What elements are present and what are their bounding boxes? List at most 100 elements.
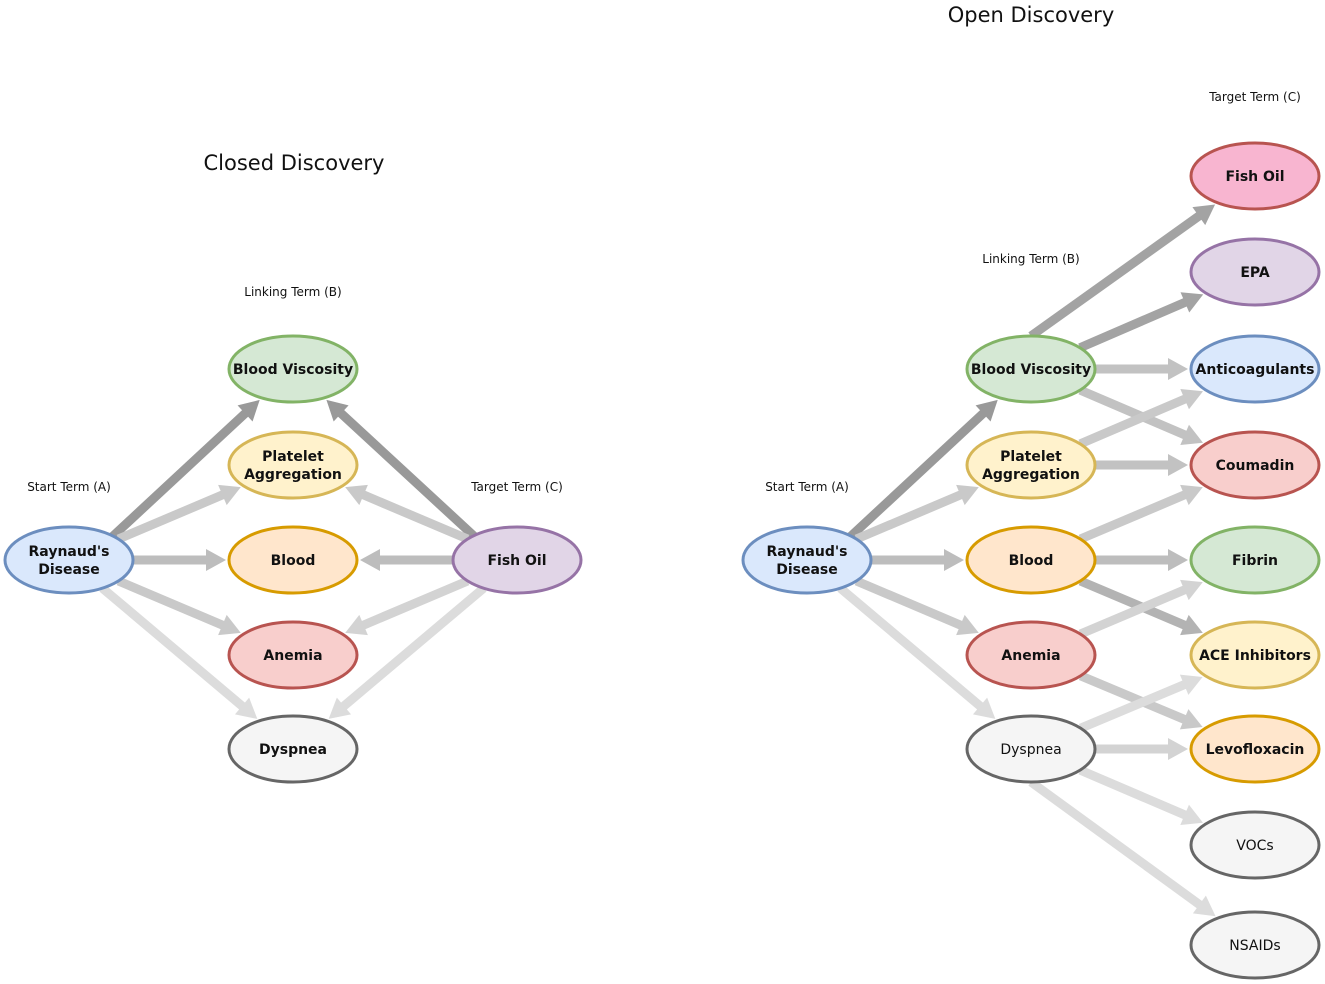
open-node-ace-label: ACE Inhibitors: [1199, 648, 1311, 664]
open-edge-raynaud-to-anemia: [854, 576, 979, 636]
open-edge-blood-to-ace-shaft: [1078, 576, 1188, 630]
open-edge-viscosity-to-anticoag: [1095, 358, 1188, 380]
open-node-ace: ACE Inhibitors: [1189, 620, 1321, 690]
closed-edge-fishoil-to-dyspnea-shaft: [339, 584, 487, 711]
open-edge-blood-to-coumadin-shaft: [1078, 490, 1188, 544]
open-edge-blood-to-ace-head: [1180, 614, 1203, 636]
open-edge-raynaud-to-viscosity-shaft: [846, 408, 988, 541]
closed-edge-raynaud-to-platelet-head: [218, 484, 241, 506]
closed-edge-raynaud-to-dyspnea-head: [234, 697, 258, 719]
open-node-dyspnea: Dyspnea: [965, 714, 1097, 784]
open-node-platelet-label: Aggregation: [982, 467, 1080, 483]
open-node-viscosity-label: Blood Viscosity: [971, 362, 1091, 378]
open-edge-raynaud-to-platelet-head: [956, 484, 979, 506]
open-node-platelet-label: Platelet: [1000, 449, 1062, 465]
closed-discovery-title: Closed Discovery: [204, 151, 385, 175]
closed-node-raynaud-label: Disease: [38, 562, 100, 578]
open-node-dyspnea-label: Dyspnea: [1000, 742, 1061, 758]
open-node-raynaud-shape: [741, 525, 873, 595]
open-edge-viscosity-to-epa-head: [1180, 292, 1204, 313]
open-node-raynaud-label: Disease: [776, 562, 838, 578]
open-node-fishoil-label: Fish Oil: [1225, 169, 1284, 185]
open-node-anticoag-shape: [1189, 334, 1321, 404]
closed-edge-raynaud-to-dyspnea-shaft: [99, 584, 247, 711]
open-edge-dyspnea-to-nsaids-head: [1192, 895, 1216, 917]
closed-node-platelet-label: Aggregation: [244, 467, 342, 483]
open-edge-viscosity-to-fishoil-shaft: [1028, 211, 1204, 340]
open-edge-dyspnea-to-vocs-shaft: [1078, 765, 1189, 820]
closed-node-blood-shape: [227, 525, 359, 595]
open-node-blood-shape: [965, 525, 1097, 595]
closed-edge-raynaud-to-anemia: [116, 576, 241, 636]
open-node-ace-shape: [1189, 620, 1321, 690]
open-edge-raynaud-to-platelet-shaft: [854, 490, 964, 544]
open-edge-anemia-to-levo: [1078, 671, 1203, 730]
open-edge-viscosity-to-coumadin-head: [1180, 424, 1204, 445]
closed-edge-raynaud-to-platelet: [116, 484, 241, 544]
open-edge-dyspnea-to-levo: [1095, 738, 1188, 760]
closed-node-dyspnea-label: Dyspnea: [259, 742, 327, 758]
open-edge-raynaud-to-anemia-shaft: [854, 576, 964, 630]
open-edge-platelet-to-coumadin: [1095, 454, 1188, 476]
open-edge-viscosity-to-fishoil: [1028, 204, 1216, 340]
open-node-vocs: VOCs: [1189, 810, 1321, 880]
open-edge-platelet-to-coumadin-head: [1168, 454, 1188, 476]
open-node-blood: Blood: [965, 525, 1097, 595]
closed-node-fishoil-label: Fish Oil: [487, 553, 546, 569]
closed-target-caption: Target Term (C): [470, 480, 563, 494]
closed-node-anemia-shape: [227, 620, 359, 690]
open-node-levo-shape: [1189, 714, 1321, 784]
open-edge-viscosity-to-epa-shaft: [1078, 297, 1189, 352]
closed-edge-raynaud-to-viscosity-head: [237, 399, 260, 422]
open-edge-viscosity-to-coumadin: [1078, 385, 1204, 445]
closed-edge-fishoil-to-dyspnea-head: [328, 697, 352, 719]
open-node-platelet-shape: [965, 430, 1097, 500]
open-node-levo: Levofloxacin: [1189, 714, 1321, 784]
open-node-fibrin: Fibrin: [1189, 525, 1321, 595]
open-edge-raynaud-to-dyspnea: [837, 584, 996, 719]
open-node-viscosity: Blood Viscosity: [965, 334, 1097, 404]
closed-edge-fishoil-to-platelet: [345, 484, 470, 544]
open-node-anticoag-label: Anticoagulants: [1196, 362, 1315, 378]
closed-node-blood-label: Blood: [271, 553, 316, 569]
open-linking-caption: Linking Term (B): [982, 252, 1079, 266]
closed-node-viscosity-shape: [227, 334, 359, 404]
open-node-coumadin-label: Coumadin: [1216, 458, 1295, 474]
closed-start-caption: Start Term (A): [27, 480, 111, 494]
closed-linking-caption: Linking Term (B): [244, 285, 341, 299]
closed-edge-raynaud-to-blood-head: [206, 549, 226, 571]
open-node-levo-label: Levofloxacin: [1206, 742, 1305, 758]
open-edge-dyspnea-to-vocs: [1078, 765, 1204, 825]
open-node-blood-label: Blood: [1009, 553, 1054, 569]
open-discovery-title: Open Discovery: [948, 3, 1115, 27]
open-node-nsaids: NSAIDs: [1189, 910, 1321, 980]
closed-edge-fishoil-to-anemia: [345, 576, 470, 636]
closed-edge-fishoil-to-dyspnea: [328, 584, 487, 719]
open-node-coumadin: Coumadin: [1189, 430, 1321, 500]
closed-node-viscosity-label: Blood Viscosity: [233, 362, 353, 378]
open-edge-dyspnea-to-ace-shaft: [1078, 679, 1188, 733]
open-edge-viscosity-to-fishoil-head: [1192, 204, 1216, 226]
closed-edge-fishoil-to-blood: [360, 549, 453, 571]
closed-node-viscosity: Blood Viscosity: [227, 334, 359, 404]
closed-node-platelet-label: Platelet: [262, 449, 324, 465]
open-edge-raynaud-to-platelet: [854, 484, 979, 544]
open-edge-raynaud-to-viscosity: [846, 399, 998, 541]
open-edge-dyspnea-to-levo-head: [1168, 738, 1188, 760]
closed-node-dyspnea: Dyspnea: [227, 714, 359, 784]
closed-node-fishoil: Fish Oil: [451, 525, 583, 595]
open-edge-platelet-to-anticoag: [1078, 389, 1204, 449]
closed-edge-fishoil-to-platelet-head: [345, 484, 368, 506]
open-edge-viscosity-to-anticoag-head: [1168, 358, 1188, 380]
open-edge-dyspnea-to-nsaids: [1028, 778, 1216, 917]
closed-edge-raynaud-to-anemia-head: [218, 614, 241, 636]
closed-edge-fishoil-to-viscosity-shaft: [336, 408, 479, 541]
open-edge-dyspnea-to-nsaids-shaft: [1028, 778, 1204, 910]
open-node-dyspnea-shape: [965, 714, 1097, 784]
closed-node-anemia: Anemia: [227, 620, 359, 690]
open-edge-platelet-to-anticoag-head: [1180, 389, 1204, 410]
closed-node-fishoil-shape: [451, 525, 583, 595]
